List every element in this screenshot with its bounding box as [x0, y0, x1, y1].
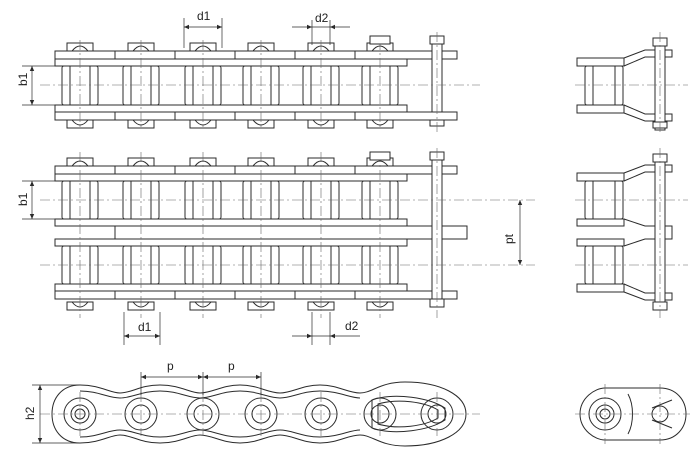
pin-rivet-bottom: [194, 301, 212, 308]
label-d2-top: d2: [315, 11, 329, 25]
pin-rivet-bottom: [312, 301, 330, 308]
connecting-link-clip-inner: [377, 400, 439, 428]
offset-plate-bottom: [623, 283, 673, 301]
duplex-chain-top-view: [40, 148, 535, 318]
arrow-head: [330, 333, 335, 339]
label-p-left: p: [167, 359, 174, 373]
side-section-clip-lines: [651, 399, 673, 429]
arrow-head: [198, 374, 203, 380]
label-pt: pt: [502, 233, 516, 244]
simplex-chain-top-view: [40, 32, 480, 132]
connecting-link-head: [369, 151, 391, 161]
label-d1-top: d1: [197, 9, 211, 23]
arrow-head: [141, 374, 146, 380]
pin-rivet-bottom: [132, 301, 150, 308]
arrow-head: [29, 66, 35, 71]
arrow-head: [307, 333, 312, 339]
section-plate: [576, 172, 625, 182]
connecting-link-clip: [371, 395, 446, 433]
arrow-head: [307, 24, 312, 30]
arrow-head: [124, 333, 129, 339]
arrow-head: [517, 200, 523, 205]
side-view-inner-contour: [79, 390, 361, 438]
pin-rivet-bottom: [252, 301, 270, 308]
dimension-lines: [22, 18, 523, 444]
offset-plate-top: [623, 49, 673, 67]
arrow-head: [217, 24, 222, 30]
section-plate: [576, 238, 625, 247]
inner-plate-top: [54, 173, 408, 182]
section-plate: [576, 104, 625, 114]
offset-plate-top: [623, 164, 673, 182]
middle-plate: [114, 225, 468, 240]
arrow-head: [184, 24, 189, 30]
arrow-head: [330, 24, 335, 30]
connecting-link-head: [369, 35, 391, 45]
inner-plate-top: [54, 58, 408, 67]
offset-plate-middle: [623, 218, 673, 247]
chain-side-view: [40, 381, 480, 447]
offset-plate-bottom: [623, 104, 673, 122]
section-plate: [576, 57, 625, 67]
arrow-head: [29, 100, 35, 105]
arrow-head: [155, 333, 160, 339]
label-b1-top: b1: [16, 72, 30, 86]
label-d1-bottom: d1: [138, 320, 152, 334]
side-view-outline: [51, 381, 467, 447]
inner-plate-mid-2: [54, 238, 408, 247]
section-roller: [584, 65, 624, 106]
arrow-head: [29, 214, 35, 219]
pin-rivet-bottom: [71, 301, 89, 308]
cross-section-views: [575, 32, 690, 444]
arrow-head: [37, 438, 43, 443]
arrow-head: [256, 374, 261, 380]
pin-rivet-bottom: [371, 301, 389, 308]
label-h2: h2: [23, 406, 37, 420]
arrow-head: [517, 260, 523, 265]
section-plate: [576, 283, 625, 293]
section-plate: [576, 218, 625, 227]
arrow-head: [203, 374, 208, 380]
label-d2-bottom: d2: [345, 319, 359, 333]
outer-plate-bottom: [54, 290, 458, 300]
inner-plate-mid-1: [54, 218, 408, 227]
label-p-right: p: [228, 359, 235, 373]
inner-plate-bottom: [54, 283, 408, 292]
inner-plate-bottom: [54, 104, 408, 113]
arrow-head: [37, 385, 43, 390]
label-b1-mid: b1: [16, 192, 30, 206]
arrow-head: [29, 181, 35, 186]
